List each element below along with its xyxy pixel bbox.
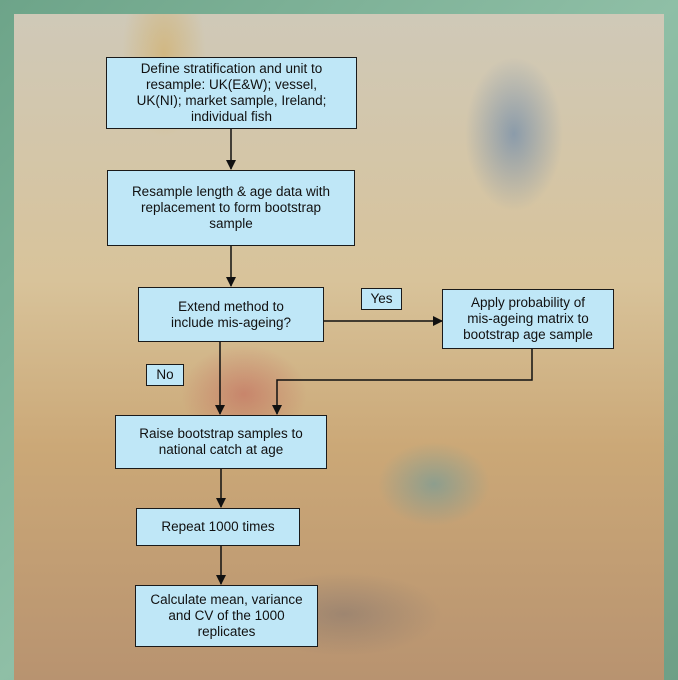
step-extend-decision: Extend method to include mis-ageing? [138, 287, 324, 342]
step-apply-misageing: Apply probability of mis-ageing matrix t… [442, 289, 614, 349]
label-yes: Yes [361, 288, 402, 310]
step-repeat: Repeat 1000 times [136, 508, 300, 546]
step-calculate: Calculate mean, variance and CV of the 1… [135, 585, 318, 647]
arrow-apply-to-raise [272, 349, 533, 415]
step-define-stratification: Define stratification and unit to resamp… [106, 57, 357, 129]
step-raise-samples: Raise bootstrap samples to national catc… [115, 415, 327, 469]
label-no: No [146, 364, 184, 386]
step-resample: Resample length & age data with replacem… [107, 170, 355, 246]
